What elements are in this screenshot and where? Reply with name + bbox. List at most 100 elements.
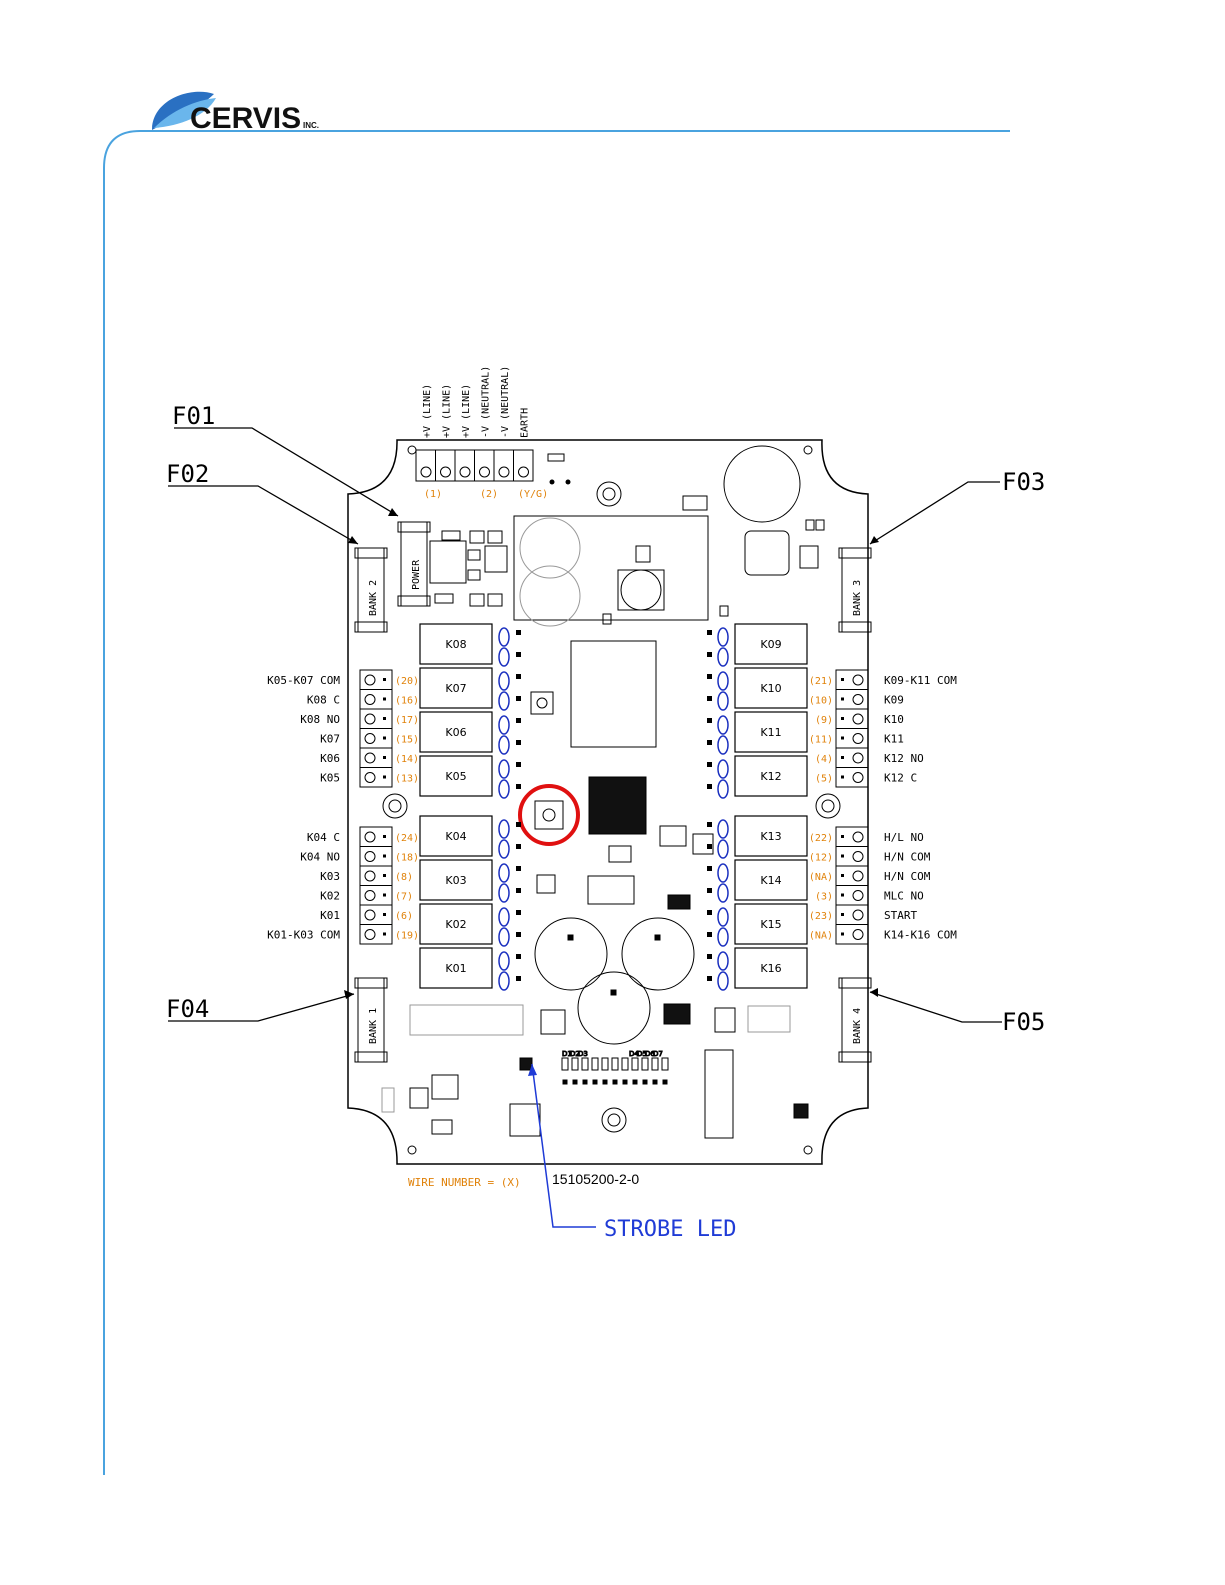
- terminal-left: (7) K02: [320, 885, 413, 906]
- terminal-screw: [364, 713, 376, 725]
- header: CERVIS INC.: [103, 91, 1010, 1475]
- smd-part: [516, 740, 521, 745]
- callout-arrowheads: [344, 508, 879, 999]
- terminal-pin: [841, 874, 844, 877]
- wire-number: (12): [809, 853, 833, 864]
- terminal-cell: [415, 449, 436, 482]
- wire-number: (1): [424, 489, 442, 500]
- terminal-pin: [841, 717, 844, 720]
- terminal-screw: [852, 713, 864, 725]
- fuse-power-label: POWER: [411, 559, 422, 590]
- smd-part: [516, 910, 521, 915]
- top-terminal-label: +V (LINE): [461, 384, 472, 438]
- relay-label: K02: [445, 918, 466, 931]
- fuse-bank4-label: BANK 4: [852, 1008, 863, 1044]
- capacitor: [717, 819, 729, 839]
- callout-lines: [168, 427, 1002, 1023]
- wire-number: (7): [395, 892, 413, 903]
- smd-part: [707, 888, 712, 893]
- relay-k04: K04: [419, 815, 521, 859]
- terminal-screw: [852, 831, 864, 843]
- relay-label: K06: [445, 726, 466, 739]
- smd-part: [516, 888, 521, 893]
- terminal-cell: [454, 449, 475, 482]
- capacitor: [498, 951, 510, 971]
- capacitor: [717, 627, 729, 647]
- smd-part: [562, 1079, 568, 1085]
- smd-part: [707, 976, 712, 981]
- capacitor: [498, 671, 510, 691]
- wire-number: (8): [395, 872, 413, 883]
- wire-number: (10): [809, 696, 833, 707]
- capacitor: [717, 971, 729, 991]
- terminal-right: (22)H/L NO: [809, 826, 924, 847]
- smd-part: [707, 630, 712, 635]
- bottom-capacitors: [534, 917, 695, 1045]
- terminal-screw: [364, 870, 376, 882]
- relay-label: K09: [760, 638, 781, 651]
- capacitor: [498, 863, 510, 883]
- terminal-label: K01-K03 COM: [267, 929, 340, 942]
- relay-k08: K08: [419, 623, 521, 667]
- relay-label: K12: [760, 770, 781, 783]
- led-label: D2: [570, 1050, 580, 1058]
- terminal-right: (21) K09-K11 COM: [809, 669, 957, 690]
- smd-part: [516, 932, 521, 937]
- terminal-cell: [513, 449, 534, 482]
- terminal-screw: [364, 694, 376, 705]
- capacitor: [717, 647, 729, 667]
- terminal-screw: [364, 674, 376, 686]
- power-section: [429, 445, 825, 627]
- capacitor: [498, 927, 510, 947]
- wire-number: (15): [395, 735, 419, 746]
- relay-label: K16: [760, 962, 781, 975]
- terminal-screw: [852, 870, 864, 882]
- wire-number: (3): [815, 892, 833, 903]
- fuse-bank2: BANK 2: [354, 547, 388, 633]
- smd-part: [642, 1079, 648, 1085]
- relay-k14: K14: [707, 859, 808, 903]
- smd-part: [516, 866, 521, 871]
- terminal-screw: [364, 890, 376, 901]
- terminal-label: MLC NO: [884, 890, 924, 903]
- terminal-left: (15)K07: [320, 728, 419, 749]
- terminal-pin: [383, 932, 386, 936]
- callout-f05: F05: [1002, 1008, 1045, 1036]
- fuse-bank3-label: BANK 3: [852, 580, 863, 616]
- led: [591, 1057, 599, 1071]
- terminal-right: (5)K12 C: [815, 767, 917, 788]
- controller-section: [530, 640, 714, 910]
- terminal-label: K05-K07 COM: [267, 674, 340, 687]
- terminal-label: K14-K16 COM: [884, 929, 957, 942]
- capacitor: [717, 759, 729, 779]
- smd-part: [612, 1079, 618, 1085]
- brand-suffix: INC.: [303, 121, 319, 130]
- smd-part: [632, 1079, 638, 1085]
- led: [581, 1057, 589, 1071]
- relay-label: K03: [445, 874, 466, 887]
- terminal-screw: [852, 674, 864, 686]
- terminal-label: K02: [320, 890, 340, 903]
- terminal-screw: [459, 466, 471, 478]
- led-label: D3: [578, 1050, 588, 1058]
- wire-number: (21): [809, 676, 833, 687]
- smd-part: [707, 954, 712, 959]
- terminal-label: K09: [884, 694, 904, 707]
- relay-label: K15: [760, 918, 781, 931]
- relay-label: K11: [760, 726, 781, 739]
- relay-label: K04: [445, 830, 466, 843]
- relay-k15: K15: [707, 903, 808, 947]
- brand-name: CERVIS: [190, 102, 301, 135]
- capacitor: [498, 691, 510, 711]
- terminal-screw: [518, 466, 529, 478]
- cervis-logo: CERVIS INC.: [152, 91, 319, 135]
- terminal-screw: [852, 694, 864, 705]
- wire-number: (Y/G): [518, 489, 548, 500]
- terminal-pin: [841, 756, 844, 759]
- smd-part: [592, 1079, 598, 1085]
- top-terminal-label: +V (LINE): [422, 384, 433, 438]
- smd-part: [572, 1079, 578, 1085]
- relay-k02: K02: [419, 903, 521, 947]
- terminal-label: K09-K11 COM: [884, 674, 957, 687]
- side-terminals: (20)K05-K07 COM(16)K08 C(17)K08 NO(15)K0…: [267, 669, 957, 945]
